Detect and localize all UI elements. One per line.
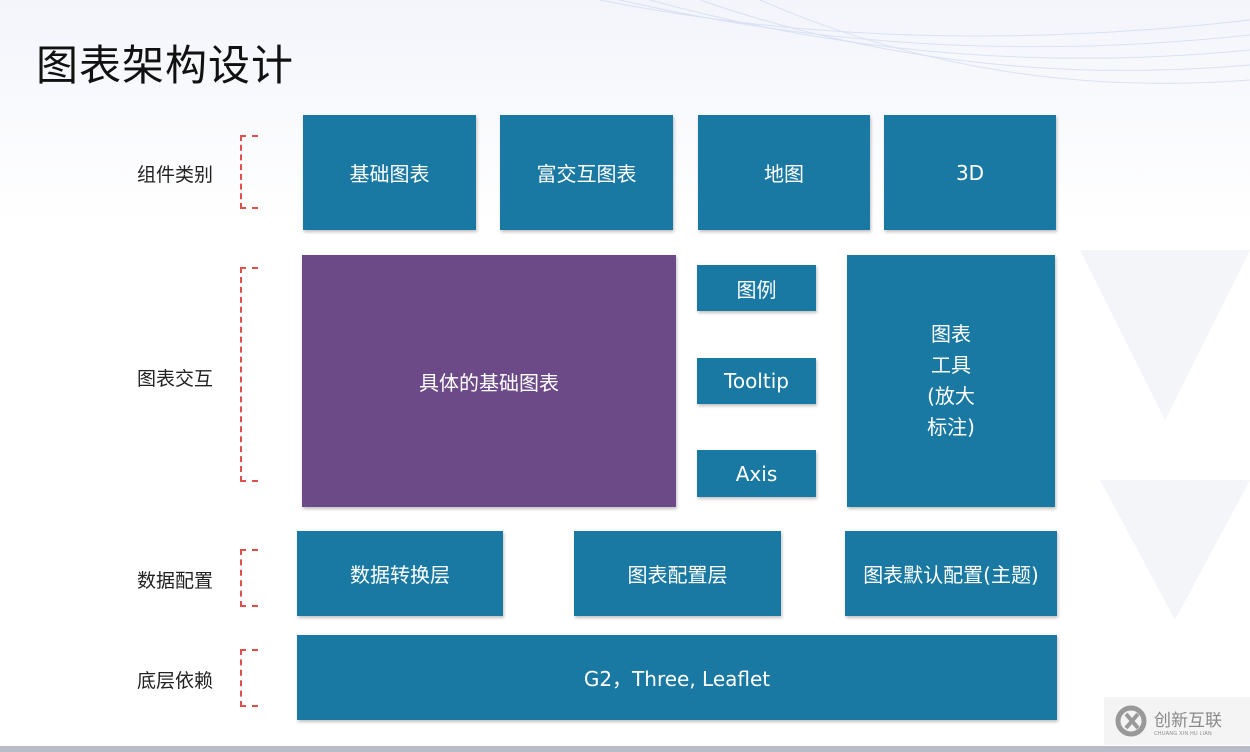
row-label-dependencies: 底层依赖 xyxy=(137,670,214,692)
box-map: 地图 xyxy=(698,115,870,230)
logo-text: 创新互联 xyxy=(1154,710,1222,731)
tools-line: 标注) xyxy=(927,415,975,439)
box-tooltip: Tooltip xyxy=(697,358,816,404)
box-basic-charts: 基础图表 xyxy=(303,115,476,230)
tools-line: 图表 xyxy=(931,322,971,346)
box-3d: 3D xyxy=(884,115,1056,230)
tools-line: 工具 xyxy=(931,353,971,377)
box-chart-config: 图表配置层 xyxy=(574,531,781,616)
row-label-data-config: 数据配置 xyxy=(137,570,214,592)
logo-subtext: CHUANG XIN HU LIAN xyxy=(1154,730,1212,737)
bottom-divider xyxy=(0,746,1250,752)
bracket-interaction xyxy=(240,267,258,482)
box-axis: Axis xyxy=(697,450,816,497)
bracket-dependencies xyxy=(240,649,258,707)
box-specific-chart: 具体的基础图表 xyxy=(302,255,676,507)
box-chart-tools: 图表 工具 (放大 标注) xyxy=(847,255,1055,507)
logo-icon xyxy=(1115,705,1147,737)
box-default-theme: 图表默认配置(主题) xyxy=(845,531,1057,616)
bracket-components xyxy=(240,135,258,209)
page-title: 图表架构设计 xyxy=(36,41,295,90)
box-interactive-charts: 富交互图表 xyxy=(500,115,673,230)
tools-line: (放大 xyxy=(927,384,975,408)
watermark-logo: 创新互联 CHUANG XIN HU LIAN xyxy=(1104,697,1250,745)
box-legend: 图例 xyxy=(697,265,816,311)
row-label-interaction: 图表交互 xyxy=(137,368,214,390)
bracket-data-config xyxy=(240,549,258,607)
box-dependencies: G2，Three, Leaflet xyxy=(297,635,1057,720)
row-label-components: 组件类别 xyxy=(137,164,214,186)
box-data-transform: 数据转换层 xyxy=(297,531,503,616)
